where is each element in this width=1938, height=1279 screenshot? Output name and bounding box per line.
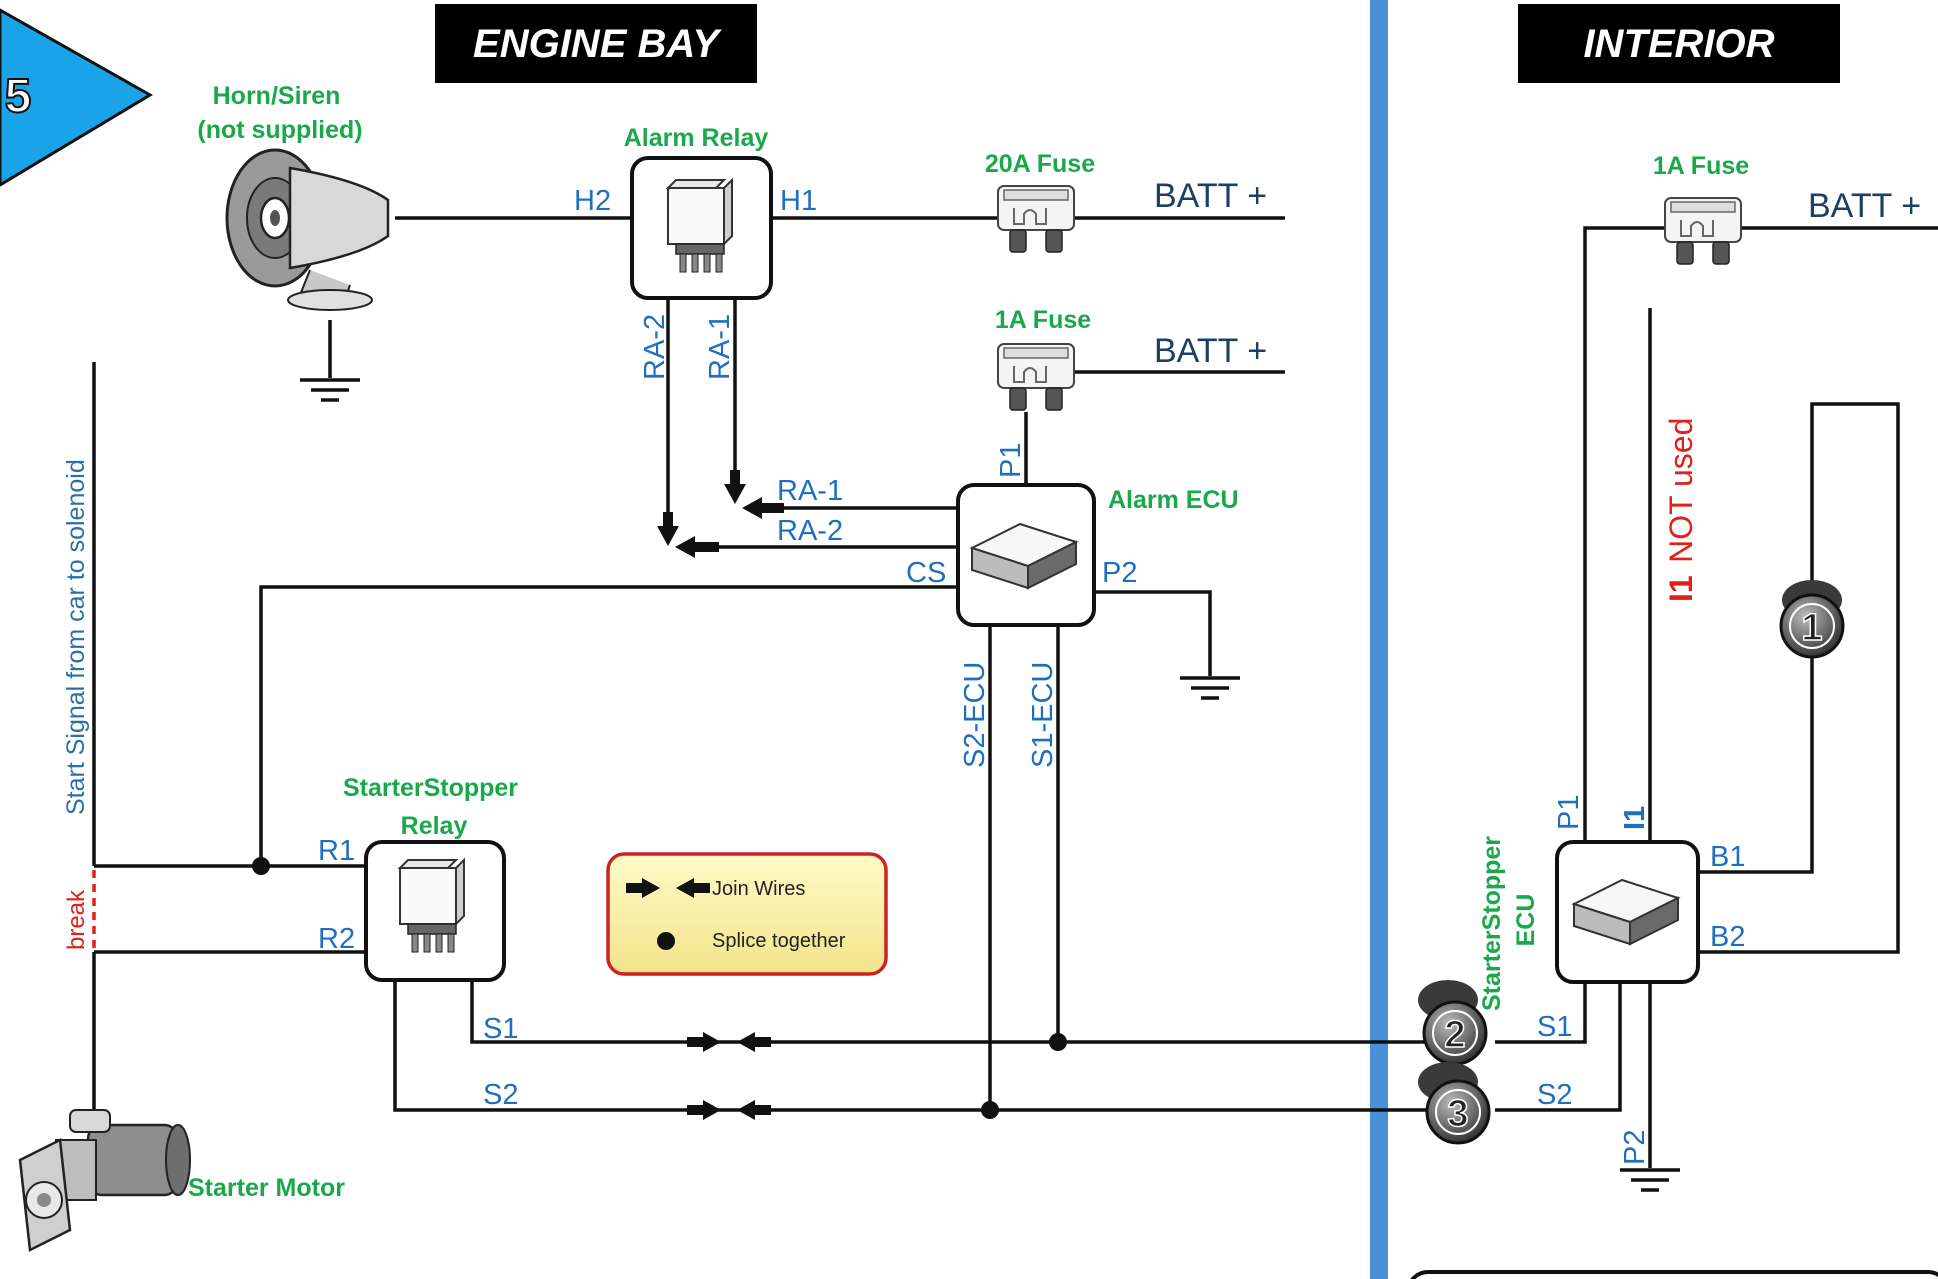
wire-label: R2 [318, 923, 355, 955]
i1-not-used-note: I1 NOT used [1663, 418, 1699, 602]
wire-label: S2-ECU [959, 662, 991, 768]
wire-label: S1 [1537, 1011, 1572, 1043]
wire-label: P1 [1553, 795, 1585, 830]
legend-join-label: Join Wires [712, 878, 805, 900]
fuse-20a-label: 20A Fuse [985, 150, 1095, 178]
wire-labels-engine: H2 H1 RA-2 RA-1 RA-1 RA-2 P1 CS P2 S2-EC… [318, 185, 1137, 1111]
engine-bay-header: ENGINE BAY [435, 4, 757, 83]
wire-label: CS [906, 557, 946, 589]
ground-icon [1178, 676, 1242, 700]
connector-2: 2 [1418, 980, 1488, 1066]
horn-label: Horn/Siren (not supplied) [197, 82, 362, 144]
wire-label: B1 [1710, 841, 1745, 873]
wires-interior [1495, 226, 1938, 1168]
fuse-icon [997, 343, 1075, 411]
step-badge: 5 [0, 8, 153, 187]
interior-header: INTERIOR [1518, 4, 1840, 83]
wire-label: P2 [1619, 1130, 1651, 1165]
wire-label: P1 [995, 443, 1027, 478]
svg-text:2: 2 [1444, 1014, 1465, 1056]
wire-label: S2 [1537, 1079, 1572, 1111]
starterstopper-relay-label: StarterStopper Relay [343, 774, 525, 840]
wire-label: H2 [574, 185, 611, 217]
wire-label: B2 [1710, 921, 1745, 953]
wire-label: S1-ECU [1027, 662, 1059, 768]
alarm-relay-label: Alarm Relay [624, 124, 769, 152]
wire-label: S1 [483, 1013, 518, 1045]
wire-label: RA-2 [639, 314, 671, 380]
fuse-1a-engine-label: 1A Fuse [995, 306, 1091, 334]
alarm-ecu-label: Alarm ECU [1108, 486, 1239, 514]
wire-label: R1 [318, 835, 355, 867]
svg-text:5: 5 [5, 70, 32, 123]
legend-box: Join Wires Splice together [606, 852, 888, 976]
wire-label: RA-2 [777, 515, 843, 547]
batt-label: BATT + [1808, 187, 1921, 225]
batt-label: BATT + [1154, 332, 1267, 370]
horn-icon [225, 148, 390, 311]
join-wires-ra1 [724, 470, 784, 519]
ground-icon [1618, 1168, 1682, 1192]
bottom-note-frame [1410, 1270, 1938, 1279]
join-wires-ra2 [657, 512, 719, 558]
svg-text:ENGINE BAY: ENGINE BAY [473, 22, 722, 66]
start-signal-label: Start Signal from car to solenoid [62, 459, 90, 815]
wire-label: RA-1 [777, 475, 843, 507]
wire-label: I1 [1619, 806, 1651, 830]
wire-label: P2 [1102, 557, 1137, 589]
wire-label: S2 [483, 1079, 518, 1111]
legend-splice-label: Splice together [712, 930, 846, 952]
fuse-icon [997, 185, 1075, 253]
svg-text:1: 1 [1801, 607, 1822, 649]
wire-label: RA-1 [704, 314, 736, 380]
wire-labels-interior: P1 I1 B1 B2 S1 S2 P2 [1537, 795, 1745, 1165]
section-divider [1370, 0, 1388, 1279]
splice-points [252, 857, 1067, 1119]
wires-engine-bay [92, 216, 1430, 1118]
break-label: break [63, 889, 90, 950]
svg-text:INTERIOR: INTERIOR [1583, 22, 1774, 66]
fuse-icon [1664, 197, 1742, 265]
connector-1: 1 [1779, 580, 1845, 659]
starter-motor-label: Starter Motor [188, 1174, 345, 1202]
svg-text:3: 3 [1447, 1093, 1468, 1135]
starterstopper-ecu-label: StarterStopper ECU [1478, 829, 1540, 1011]
wire-label: H1 [780, 185, 817, 217]
starter-motor-icon [18, 1109, 191, 1252]
fuse-1a-interior-label: 1A Fuse [1653, 152, 1749, 180]
ground-icon [298, 378, 362, 402]
connector-3: 3 [1418, 1062, 1491, 1145]
batt-label: BATT + [1154, 177, 1267, 215]
